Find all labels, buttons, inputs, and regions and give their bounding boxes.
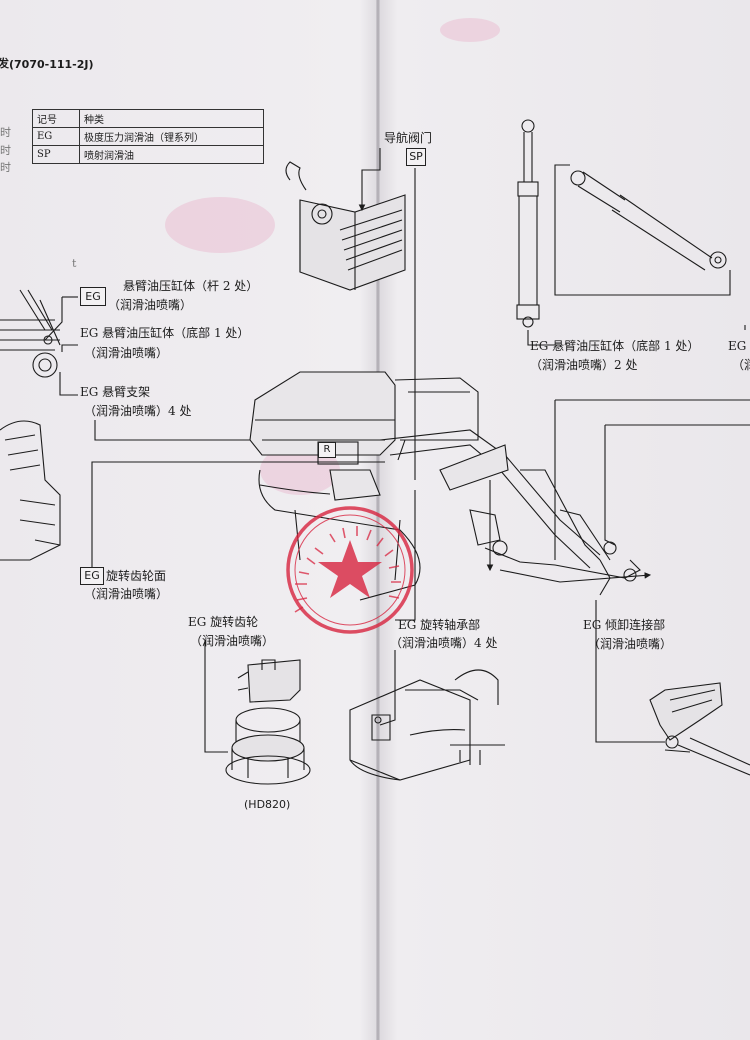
page-fold <box>376 0 380 1040</box>
model-caption: (HD820) <box>244 798 291 811</box>
boom-bracket-label: EG 悬臂支架 <box>80 385 151 399</box>
boom-cylinder-bottom-sub: （润滑油喷嘴） <box>84 346 169 360</box>
right-boom-cylinder-sub: （润滑油喷嘴）2 处 <box>530 358 638 372</box>
boom-arm <box>379 429 641 582</box>
header-title-fragment: 发 <box>0 57 9 70</box>
bucket-link-sketch <box>649 682 750 776</box>
boom-linkage-sketch <box>0 289 61 378</box>
right-edge-eg: EG <box>728 339 747 353</box>
legend-header-row: 记号 种类 <box>32 109 264 128</box>
left-edge-text-3: 时 <box>0 161 11 174</box>
left-edge-text-2: 时 <box>0 144 11 157</box>
left-edge-text-1: 时 <box>0 126 11 139</box>
eg-badge-swing-gear-face: EG <box>80 567 104 585</box>
legend-row: SP 喷射润滑油 <box>32 145 264 164</box>
operator-seat-sketch <box>0 420 61 561</box>
legend-table: 记号 种类 EG 极度压力润滑油（锂系列） SP 喷射润滑油 <box>32 109 264 164</box>
boom-bracket-sub: （润滑油喷嘴）4 处 <box>84 404 192 418</box>
excavator-body <box>249 371 479 601</box>
boom-cylinder-bottom-label: EG 悬臂油压缸体（底部 1 处） <box>80 326 250 340</box>
eg-badge-boom-rod: EG <box>80 287 106 306</box>
right-edge-sub: （润 <box>732 358 750 372</box>
legend-desc: 喷射润滑油 <box>79 145 264 164</box>
swing-gear-label: EG 旋转齿轮 <box>188 615 259 629</box>
swing-gear-face-label: 旋转齿轮面 <box>106 569 167 583</box>
company-seal-stamp <box>286 506 414 634</box>
swing-gear-sub: （润滑油喷嘴） <box>190 634 275 648</box>
boom-cylinder-diagonal <box>570 170 727 271</box>
t-mark: t <box>72 257 77 270</box>
company-seal-lettering <box>294 526 401 613</box>
swing-bearing-label: EG 旋转轴承部 <box>398 618 481 632</box>
r-badge: R <box>318 442 336 458</box>
swing-gear-face-sub: （润滑油喷嘴） <box>84 587 169 601</box>
boom-cylinder-vertical <box>516 119 540 328</box>
swing-bearing-sketch <box>349 669 505 781</box>
pilot-valve-illustration <box>285 161 406 291</box>
dump-link-label: EG 倾卸连接部 <box>583 618 666 632</box>
sp-badge: SP <box>406 148 426 166</box>
pilot-valve-label: 导航阀门 <box>384 131 433 145</box>
right-boom-cylinder-label: EG 悬臂油压缸体（底部 1 处） <box>530 339 700 353</box>
boom-cylinder-rod-sub: （润滑油喷嘴） <box>108 298 193 312</box>
swing-gear-motor <box>225 659 311 785</box>
dump-link-sub: （润滑油喷嘴） <box>588 637 673 651</box>
header-code: (7070-111-2J) <box>9 58 94 71</box>
boom-cylinder-rod-label: 悬臂油压缸体（杆 2 处） <box>123 279 259 293</box>
swing-bearing-sub: （润滑油喷嘴）4 处 <box>390 636 498 650</box>
